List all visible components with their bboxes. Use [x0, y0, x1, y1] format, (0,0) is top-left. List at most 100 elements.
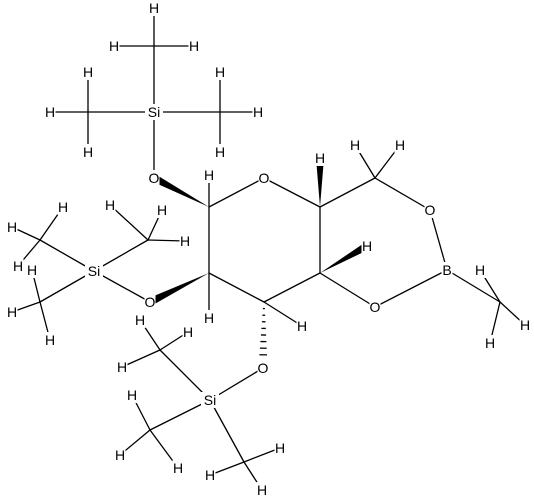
- atom-label: H: [135, 312, 145, 328]
- wedge-bond: [148, 273, 209, 306]
- atom-label-background: [274, 440, 286, 456]
- atom-label-background: [424, 202, 436, 218]
- atom-label: H: [253, 104, 263, 120]
- atom-si3: Si: [201, 392, 219, 408]
- atom-h-s2c3: H: [179, 233, 191, 249]
- atom-label-background: [57, 199, 69, 215]
- atom-label: H: [115, 447, 125, 463]
- single-bond: [429, 209, 448, 271]
- single-bond: [209, 461, 245, 476]
- single-bond: [374, 177, 431, 211]
- atom-label: H: [205, 467, 215, 483]
- atom-label-background: [148, 170, 160, 186]
- atom-label-background: [12, 258, 24, 274]
- atom-si2: Si: [85, 263, 103, 279]
- atom-label: O: [149, 170, 160, 186]
- atom-label-background: [114, 447, 126, 463]
- atom-h-s2b2: H: [44, 332, 56, 348]
- atom-label-background: [214, 144, 226, 160]
- single-bond: [109, 204, 149, 241]
- atom-label-background: [203, 167, 215, 183]
- atom-label-background: [257, 360, 269, 376]
- atom-label-background: [82, 64, 94, 80]
- hashed-bond: [258, 307, 268, 363]
- atom-label-background: [85, 263, 103, 279]
- atom-label: H: [180, 233, 190, 249]
- atom-label: H: [189, 38, 199, 54]
- atom-label-background: [156, 202, 168, 218]
- single-bond: [243, 447, 281, 463]
- single-bond: [93, 270, 151, 303]
- atom-label-background: [441, 262, 453, 278]
- atom-label-background: [145, 104, 163, 120]
- atom-label-background: [484, 335, 496, 351]
- atom-label: H: [58, 199, 68, 215]
- atom-label: H: [257, 482, 267, 498]
- atom-h-s1b1: H: [82, 64, 94, 80]
- atom-h-c3: H: [296, 318, 308, 334]
- atom-label-background: [349, 137, 361, 153]
- atom-label: H: [215, 64, 225, 80]
- atom-h-bm1: H: [474, 262, 486, 278]
- atom-label: H: [149, 0, 159, 16]
- single-bond: [263, 177, 321, 208]
- atom-label-background: [188, 38, 200, 54]
- atom-label-background: [314, 150, 326, 166]
- atom-h-s3a1: H: [134, 312, 146, 328]
- single-bond: [149, 399, 211, 431]
- atom-label-background: [172, 460, 184, 476]
- atom-label: H: [83, 144, 93, 160]
- atom-h-c2: H: [203, 310, 215, 326]
- atom-label-background: [126, 387, 138, 403]
- atom-label-background: [256, 482, 268, 498]
- atom-label-background: [134, 312, 146, 328]
- atom-h-s3b2: H: [126, 387, 138, 403]
- atom-h-bm3: H: [484, 335, 496, 351]
- bond-layer: [11, 7, 526, 491]
- atom-h-s1b3: H: [82, 144, 94, 160]
- atom-h-s3a2: H: [116, 359, 128, 375]
- atom-label: H: [350, 137, 360, 153]
- wedge-bond: [320, 242, 369, 273]
- atom-label: H: [315, 150, 325, 166]
- atom-o3: O: [257, 360, 269, 376]
- atom-label-background: [203, 310, 215, 326]
- atom-h-s1b2: H: [44, 104, 56, 120]
- single-bond: [319, 272, 376, 308]
- atom-label-background: [258, 170, 270, 186]
- atom-h-c6b: H: [394, 137, 406, 153]
- atom-label: H: [275, 440, 285, 456]
- atom-label: Si: [204, 392, 216, 408]
- atom-label: H: [117, 359, 127, 375]
- atom-label-background: [296, 318, 308, 334]
- atom-label: H: [45, 104, 55, 120]
- single-bond: [147, 239, 186, 242]
- atom-si1: Si: [145, 104, 163, 120]
- atom-label-background: [369, 299, 381, 315]
- atom-label-background: [214, 64, 226, 80]
- atom-label-background: [26, 262, 38, 278]
- atom-h-s2c1: H: [104, 197, 116, 213]
- atom-label: H: [7, 219, 17, 235]
- atom-label-background: [361, 238, 373, 254]
- atom-h-s2b1: H: [6, 304, 18, 320]
- atom-h-s1c2: H: [252, 104, 264, 120]
- atom-label-background: [474, 262, 486, 278]
- atom-label: H: [475, 262, 485, 278]
- atom-label-background: [394, 137, 406, 153]
- atom-h-s3b1: H: [114, 447, 126, 463]
- atom-label: H: [485, 335, 495, 351]
- atom-h-s1a3: H: [188, 38, 200, 54]
- atom-h-s1c1: H: [214, 64, 226, 80]
- atom-label-background: [179, 233, 191, 249]
- atom-label: H: [157, 202, 167, 218]
- atom-label: O: [258, 360, 269, 376]
- single-bond: [208, 177, 265, 208]
- atom-label-background: [44, 104, 56, 120]
- atom-label-background: [6, 304, 18, 320]
- atom-label-background: [252, 104, 264, 120]
- wedge-bond: [152, 174, 209, 207]
- atom-o1: O: [148, 170, 160, 186]
- atom-h-s3c1: H: [256, 482, 268, 498]
- atom-h-s1a1: H: [148, 0, 160, 16]
